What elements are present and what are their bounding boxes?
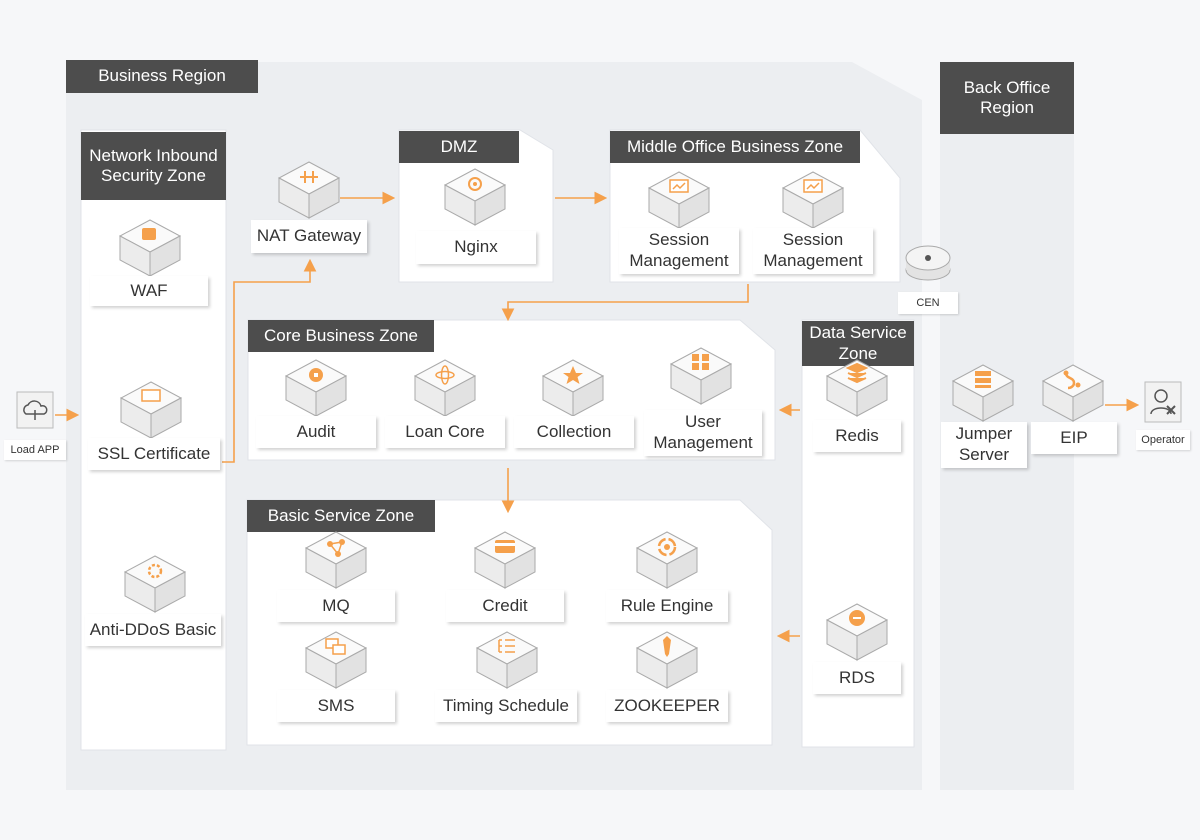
nginx-icon [444, 168, 506, 226]
nat-gateway-icon [278, 161, 340, 219]
eip-icon [1042, 364, 1104, 422]
ssl-certificate-label: SSL Certificate [88, 438, 220, 470]
redis-label: Redis [813, 420, 901, 452]
business-region-header: Business Region [66, 60, 258, 93]
load-app-label: Load APP [4, 440, 66, 460]
credit-icon [474, 531, 536, 589]
basic-service-zone-header: Basic Service Zone [247, 500, 435, 532]
load-app-icon [16, 391, 54, 429]
timing-schedule-icon [476, 631, 538, 689]
jumper-server-icon [952, 364, 1014, 422]
nat-gateway-label: NAT Gateway [251, 220, 367, 253]
back-office-region-header: Back Office Region [940, 62, 1074, 134]
operator-label: Operator [1136, 430, 1190, 450]
operator-icon [1144, 381, 1182, 423]
audit-icon [285, 359, 347, 417]
collection-icon [542, 359, 604, 417]
eip-label: EIP [1031, 422, 1117, 454]
waf-label: WAF [90, 276, 208, 306]
rule-engine-label: Rule Engine [606, 590, 728, 622]
collection-label: Collection [514, 416, 634, 448]
nginx-label: Nginx [416, 231, 536, 264]
session-management-icon-2 [782, 171, 844, 229]
user-management-label: User Management [644, 410, 762, 456]
data-service-zone-header: Data Service Zone [802, 321, 914, 366]
session-management-label-2: Session Management [753, 228, 873, 274]
sms-icon [305, 631, 367, 689]
cen-icon [905, 245, 951, 281]
rule-engine-icon [636, 531, 698, 589]
core-business-zone-header: Core Business Zone [248, 320, 434, 352]
zookeeper-icon [636, 631, 698, 689]
session-management-icon-1 [648, 171, 710, 229]
rds-icon [826, 603, 888, 661]
jumper-server-label: Jumper Server [941, 422, 1027, 468]
network-inbound-zone-header: Network Inbound Security Zone [81, 132, 226, 200]
session-management-label-1: Session Management [619, 228, 739, 274]
loan-core-icon [414, 359, 476, 417]
waf-icon [119, 219, 181, 277]
audit-label: Audit [256, 416, 376, 448]
user-management-icon [670, 347, 732, 405]
dmz-zone-header: DMZ [399, 131, 519, 163]
rds-label: RDS [813, 662, 901, 694]
anti-ddos-icon [124, 555, 186, 613]
mq-icon [305, 531, 367, 589]
ssl-certificate-icon [120, 381, 182, 439]
cen-label: CEN [898, 292, 958, 314]
redis-icon [826, 359, 888, 417]
anti-ddos-label: Anti-DDoS Basic [85, 614, 221, 646]
middle-office-zone-header: Middle Office Business Zone [610, 131, 860, 163]
mq-label: MQ [277, 590, 395, 622]
zookeeper-label: ZOOKEEPER [606, 690, 728, 722]
loan-core-label: Loan Core [385, 416, 505, 448]
credit-label: Credit [446, 590, 564, 622]
timing-schedule-label: Timing Schedule [435, 690, 577, 722]
sms-label: SMS [277, 690, 395, 722]
